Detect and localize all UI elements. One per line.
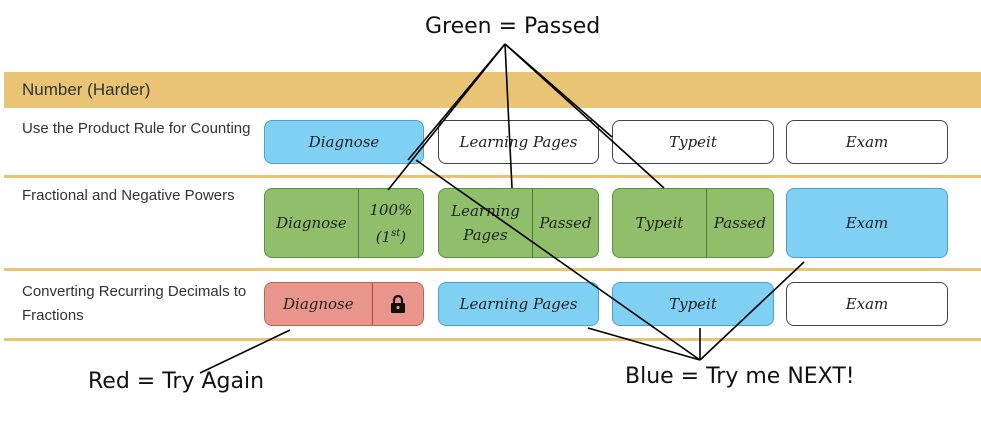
exam-label: Exam: [845, 214, 889, 232]
learning-pages-button-row2[interactable]: Learning Pages Passed: [438, 188, 599, 258]
diagnose-label: Diagnose: [276, 214, 347, 232]
lock-segment: [371, 283, 423, 325]
exam-button-row1[interactable]: Exam: [786, 120, 948, 164]
row-separator: [4, 338, 981, 341]
annotation-red-try-again: Red = Try Again: [88, 369, 265, 394]
annotation-blue-try-next: Blue = Try me NEXT!: [625, 364, 855, 389]
annotation-green-passed: Green = Passed: [425, 14, 601, 39]
diagnose-button-row2[interactable]: Diagnose 100% (1st): [264, 188, 424, 258]
learning-pages-button-row1[interactable]: Learning Pages: [438, 120, 599, 164]
learning-pages-label: Learning Pages: [459, 133, 578, 151]
learning-pages-label: Learning Pages: [451, 202, 520, 244]
typeit-label: Typeit: [669, 295, 717, 313]
learning-pages-button-row3[interactable]: Learning Pages: [438, 282, 599, 326]
learning-status: Passed: [531, 189, 598, 257]
exam-label: Exam: [845, 295, 889, 313]
row-separator: [4, 268, 981, 271]
diagnose-button-row3[interactable]: Diagnose: [264, 282, 424, 326]
exam-button-row3[interactable]: Exam: [786, 282, 948, 326]
typeit-label: Typeit: [635, 214, 684, 232]
diagnose-attempt: (1st): [375, 227, 407, 246]
lock-icon: [390, 294, 405, 313]
row-separator: [4, 175, 981, 178]
diagnose-button-row1[interactable]: Diagnose: [264, 120, 424, 164]
diagnose-score: 100%: [369, 200, 413, 219]
typeit-button-row2[interactable]: Typeit Passed: [612, 188, 774, 258]
section-title: Number (Harder): [22, 80, 151, 99]
diagnose-label: Diagnose: [283, 295, 354, 313]
section-header: Number (Harder): [4, 72, 981, 108]
row-label-fractional-powers: Fractional and Negative Powers: [22, 187, 235, 204]
typeit-label: Typeit: [669, 133, 717, 151]
row-label-recurring-decimals: Converting Recurring Decimals to Fractio…: [22, 283, 247, 324]
exam-label: Exam: [845, 133, 889, 151]
learning-pages-label: Learning Pages: [459, 295, 578, 313]
row-label-product-rule: Use the Product Rule for Counting: [22, 120, 251, 137]
typeit-button-row1[interactable]: Typeit: [612, 120, 774, 164]
diagnose-score-segment: 100% (1st): [357, 189, 423, 257]
diagnose-label: Diagnose: [308, 133, 380, 151]
exam-button-row2[interactable]: Exam: [786, 188, 948, 258]
topic-table: Number (Harder) Use the Product Rule for…: [4, 72, 981, 344]
typeit-button-row3[interactable]: Typeit: [612, 282, 774, 326]
typeit-status: Passed: [705, 189, 773, 257]
